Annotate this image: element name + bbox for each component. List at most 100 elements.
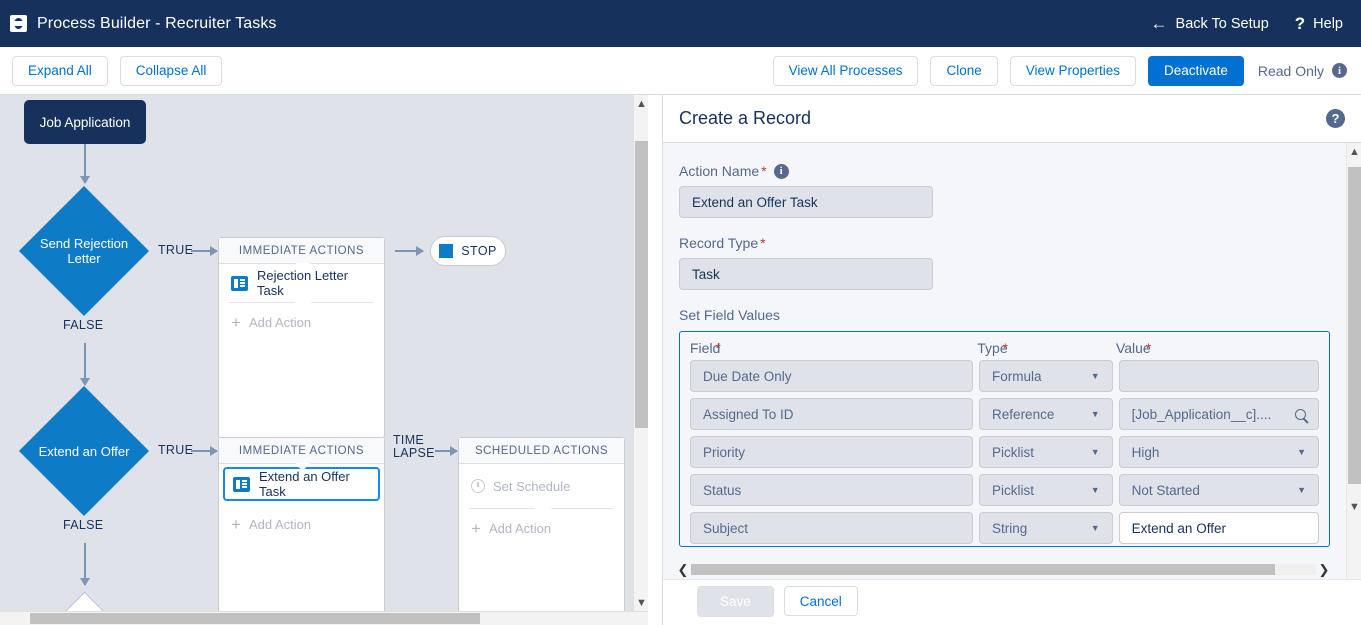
field-name-input[interactable]: Due Date Only xyxy=(690,360,974,392)
grid-hscroll-track[interactable] xyxy=(691,564,1316,575)
canvas-scroll-thumb[interactable] xyxy=(635,141,648,428)
field-value-text: Extend an Offer xyxy=(1131,520,1226,536)
action-name-label-row: Action Name * i xyxy=(679,163,1345,179)
view-all-processes-button[interactable]: View All Processes xyxy=(772,55,919,86)
scheduled-actions-header: SCHEDULED ACTIONS xyxy=(459,438,624,464)
canvas-node-start-object[interactable]: Job Application xyxy=(24,100,146,144)
save-button[interactable]: Save xyxy=(697,586,774,617)
stop-label: STOP xyxy=(461,244,497,258)
app-header-left: Process Builder - Recruiter Tasks xyxy=(0,15,277,33)
panel-scroll-thumb[interactable] xyxy=(1348,167,1361,484)
field-name-input[interactable]: Subject xyxy=(690,512,974,544)
criteria-1-false-label: FALSE xyxy=(63,318,104,332)
grid-horizontal-scrollbar[interactable]: ❮ ❯ xyxy=(675,561,1332,578)
expand-all-button[interactable]: Expand All xyxy=(12,55,108,86)
field-value-input[interactable]: [Job_Application__c].... xyxy=(1118,398,1319,430)
record-type-input[interactable]: Task xyxy=(679,258,933,290)
collapse-all-button[interactable]: Collapse All xyxy=(119,55,223,86)
add-action-button-2[interactable]: + Add Action xyxy=(219,505,384,543)
scroll-down-icon[interactable]: ▼ xyxy=(1349,500,1360,513)
connector-criteria2-true xyxy=(191,446,218,456)
view-properties-button[interactable]: View Properties xyxy=(1009,55,1137,86)
set-schedule-label: Set Schedule xyxy=(493,478,571,494)
scheduled-actions-group[interactable]: SCHEDULED ACTIONS Set Schedule + Add Act… xyxy=(458,437,625,625)
field-name-input[interactable]: Assigned To ID xyxy=(690,398,974,430)
field-value-input[interactable]: High ▼ xyxy=(1118,436,1319,468)
question-mark-icon: ? xyxy=(1294,14,1306,33)
connector-immediate1-to-stop xyxy=(395,246,424,256)
field-type-select[interactable]: Picklist▼ xyxy=(979,474,1113,506)
action-name-input[interactable]: Extend an Offer Task xyxy=(679,186,933,218)
time-lapse-line-1: TIME xyxy=(393,433,425,447)
field-name-input[interactable]: Priority xyxy=(690,436,974,468)
immediate-actions-group-2[interactable]: IMMEDIATE ACTIONS Extend an Offer Task +… xyxy=(218,437,385,625)
required-asterisk: * xyxy=(1145,340,1152,356)
back-to-setup-link[interactable]: ← Back To Setup xyxy=(1151,15,1269,32)
field-type-select[interactable]: Reference▼ xyxy=(979,398,1113,430)
field-name-input[interactable]: Status xyxy=(690,474,974,506)
field-value-text: High xyxy=(1131,444,1160,460)
required-asterisk: * xyxy=(715,340,721,356)
canvas-node-stop[interactable]: STOP xyxy=(430,236,506,266)
field-value-input[interactable]: Not Started▼ xyxy=(1118,474,1319,506)
canvas-hscroll-thumb[interactable] xyxy=(30,613,480,624)
canvas-horizontal-scrollbar[interactable] xyxy=(0,611,648,625)
scroll-right-icon[interactable]: ❯ xyxy=(1318,561,1330,577)
scroll-up-icon[interactable]: ▲ xyxy=(636,97,647,110)
field-value-text: [Job_Application__c].... xyxy=(1131,406,1272,422)
column-header-value: Value* xyxy=(1116,340,1319,356)
process-canvas[interactable]: Job Application Send Rejection Letter TR… xyxy=(0,95,648,625)
canvas-vertical-scrollbar[interactable]: ▲ ▼ xyxy=(633,95,648,625)
deactivate-button[interactable]: Deactivate xyxy=(1148,55,1244,86)
immediate-actions-group-1[interactable]: IMMEDIATE ACTIONS Rejection Letter Task … xyxy=(218,237,385,439)
scroll-down-icon[interactable]: ▼ xyxy=(636,596,647,609)
panel-footer: Save Cancel xyxy=(663,579,1361,625)
add-action-button-1[interactable]: + Add Action xyxy=(219,303,384,341)
set-schedule-button[interactable]: Set Schedule xyxy=(459,464,624,508)
help-link[interactable]: ? Help xyxy=(1295,15,1343,32)
scroll-up-icon[interactable]: ▲ xyxy=(1349,145,1360,158)
action-toolbar: Expand All Collapse All View All Process… xyxy=(0,47,1361,95)
canvas-criteria-extend-an-offer[interactable] xyxy=(18,385,150,517)
add-action-button-3[interactable]: + Add Action xyxy=(459,509,624,547)
scroll-left-icon[interactable]: ❮ xyxy=(677,561,689,577)
field-value-input[interactable] xyxy=(1118,360,1319,392)
grid-header-row: Field* Type* Value* xyxy=(690,340,1319,356)
record-type-label: Record Type xyxy=(679,235,759,251)
sync-record-icon xyxy=(10,15,27,32)
help-icon[interactable]: ? xyxy=(1326,109,1345,128)
cancel-button[interactable]: Cancel xyxy=(783,586,858,616)
chevron-down-icon: ▼ xyxy=(1297,446,1306,457)
record-create-icon xyxy=(231,275,248,291)
grid-hscroll-thumb[interactable] xyxy=(691,564,1275,575)
field-type-select[interactable]: String▼ xyxy=(979,512,1113,544)
chevron-down-icon: ▼ xyxy=(1090,370,1100,381)
action-rejection-letter-task[interactable]: Rejection Letter Task xyxy=(219,264,384,302)
clone-button[interactable]: Clone xyxy=(930,55,998,86)
plus-icon: + xyxy=(231,312,241,332)
action-label: Extend an Offer Task xyxy=(259,469,350,499)
set-field-values-label: Set Field Values xyxy=(679,307,780,323)
help-label: Help xyxy=(1313,15,1343,32)
read-only-status: Read Only i xyxy=(1258,63,1347,79)
scheduled-divider xyxy=(469,508,614,509)
field-type-select[interactable]: Formula▼ xyxy=(979,360,1113,392)
field-type-select[interactable]: Picklist▼ xyxy=(979,436,1113,468)
app-header: Process Builder - Recruiter Tasks ← Back… xyxy=(0,0,1361,47)
action-extend-an-offer-task[interactable]: Extend an Offer Task xyxy=(223,467,380,501)
action-name-label: Action Name xyxy=(679,163,760,179)
action-detail-panel: Create a Record ? Action Name * i Extend… xyxy=(662,95,1361,625)
field-value-input[interactable]: Extend an Offer xyxy=(1118,512,1319,544)
time-lapse-label: TIME LAPSE xyxy=(393,434,435,460)
info-icon[interactable]: i xyxy=(1332,63,1347,78)
search-icon[interactable] xyxy=(1295,408,1306,420)
action-name-info-icon[interactable]: i xyxy=(773,163,789,179)
canvas-criteria-send-rejection-letter[interactable] xyxy=(18,185,150,317)
panel-vertical-scrollbar[interactable]: ▲ ▼ xyxy=(1346,143,1361,578)
